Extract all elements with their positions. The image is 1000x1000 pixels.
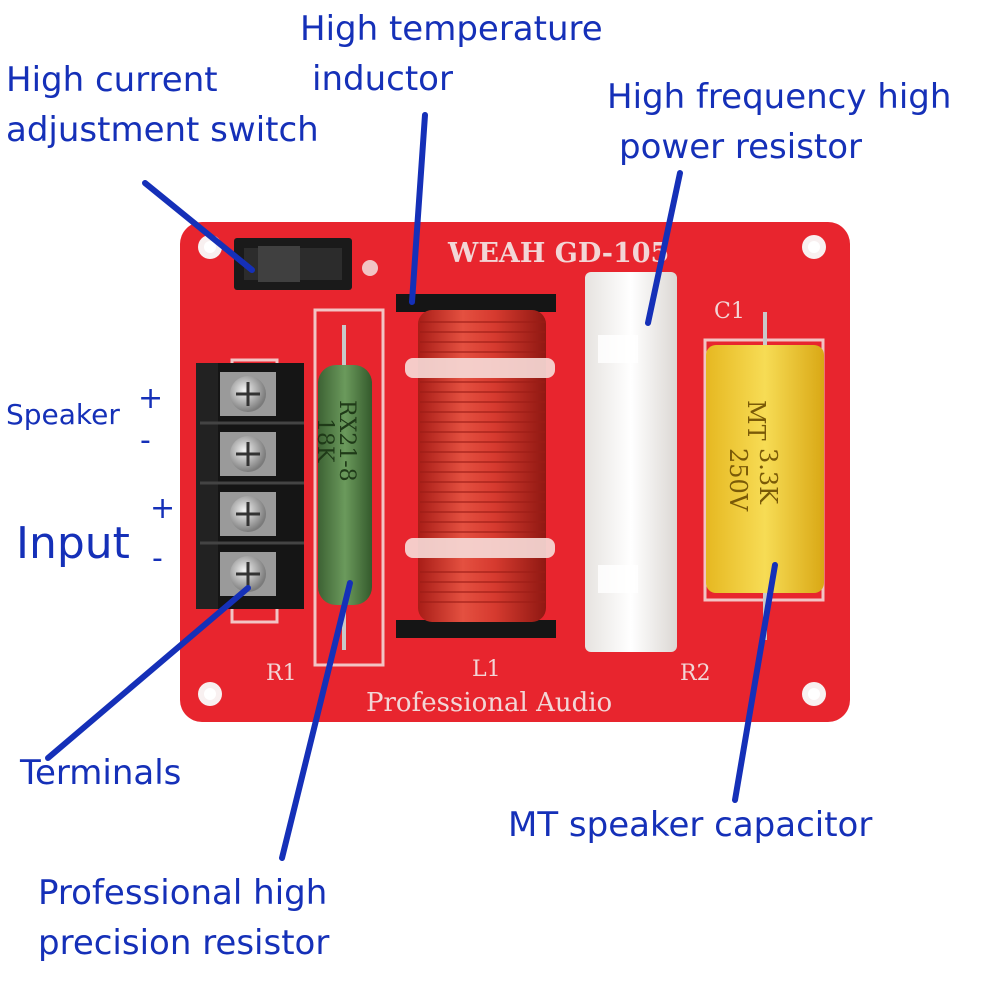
terminal-block xyxy=(196,363,304,609)
capacitor-text-2: 3.3K xyxy=(754,448,782,505)
capacitor-text-3: 250V xyxy=(724,448,752,512)
callout-switch-line-2: adjustment switch xyxy=(6,110,319,150)
callout-power-resistor-line-2: power resistor xyxy=(619,127,863,167)
terminal-screws xyxy=(220,372,276,596)
silk-r1: R1 xyxy=(266,661,297,686)
arrow-precision-resistor xyxy=(279,580,353,861)
arrow-power-resistor xyxy=(645,170,683,326)
speaker-minus-sign: - xyxy=(140,423,151,458)
callout-arrows xyxy=(45,112,778,861)
callout-switch-line-1: High current xyxy=(6,60,218,100)
capacitor-text-1: MT xyxy=(742,400,770,441)
arrow-inductor xyxy=(409,112,428,305)
slide-switch xyxy=(234,238,352,290)
callout-capacitor: MT speaker capacitor xyxy=(508,800,872,850)
arrow-terminals xyxy=(45,585,251,761)
mt-capacitor: MT 3.3K 250V xyxy=(706,312,824,640)
silk-c1: C1 xyxy=(714,299,745,324)
inductor-coil xyxy=(396,294,556,638)
callout-inductor: High temperature inductor xyxy=(300,4,603,104)
callout-terminals-line-1: Terminals xyxy=(20,753,182,793)
callout-power-resistor: High frequency high power resistor xyxy=(607,72,951,172)
resistor-text-1: RX21-8 xyxy=(334,400,359,482)
resistor-text-2: 18K xyxy=(312,418,337,463)
callout-precision-resistor-line-1: Professional high xyxy=(38,873,328,913)
callout-precision-resistor: Professional high precision resistor xyxy=(38,868,329,968)
input-label: Input xyxy=(16,518,130,569)
callout-inductor-line-1: High temperature xyxy=(300,9,603,49)
arrow-switch xyxy=(142,180,255,273)
input-plus-sign: + xyxy=(150,491,176,526)
callout-terminals: Terminals xyxy=(20,748,181,798)
callout-switch: High current adjustment switch xyxy=(6,55,319,155)
precision-resistor: RX21-8 18K xyxy=(312,325,372,650)
board-model-text: WEAH GD-105 xyxy=(447,238,669,269)
silk-l1: L1 xyxy=(472,657,501,682)
speaker-plus-sign: + xyxy=(138,381,164,416)
power-resistor xyxy=(585,272,677,652)
board-footer-text: Professional Audio xyxy=(366,688,612,718)
speaker-label: Speaker xyxy=(6,398,120,431)
silk-r2: R2 xyxy=(680,661,711,686)
callout-power-resistor-line-1: High frequency high xyxy=(607,77,952,117)
mounting-holes xyxy=(198,235,826,706)
callout-precision-resistor-line-2: precision resistor xyxy=(38,923,330,963)
input-minus-sign: - xyxy=(152,541,163,576)
callout-capacitor-line-1: MT speaker capacitor xyxy=(508,805,873,845)
arrow-capacitor xyxy=(732,562,778,803)
callout-inductor-line-2: inductor xyxy=(312,59,453,99)
